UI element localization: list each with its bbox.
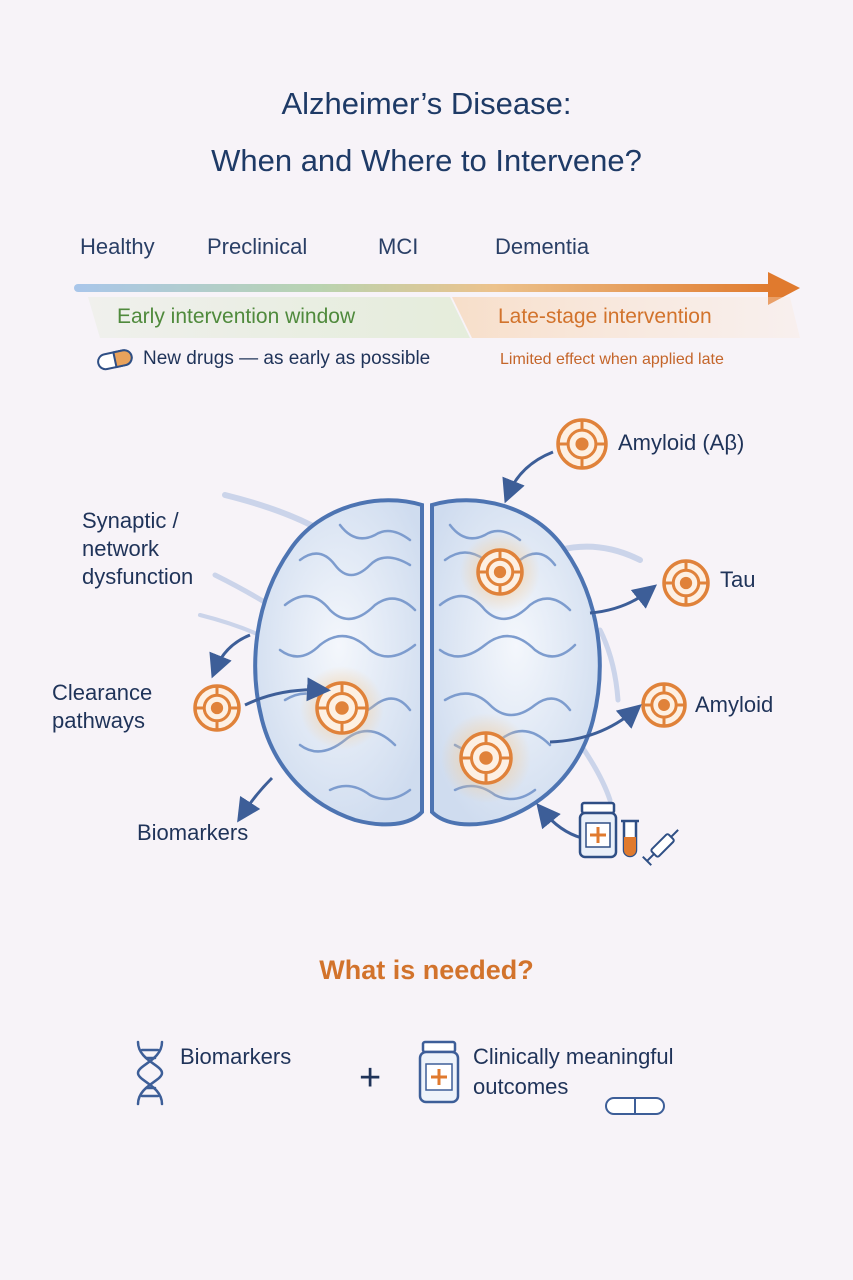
- arrow-synaptic: [209, 633, 251, 679]
- needed-title: What is needed?: [319, 955, 534, 985]
- timeline-arrow: [74, 272, 800, 305]
- synaptic-line-2: network: [82, 536, 160, 561]
- clearance-line-1: Clearance: [52, 680, 153, 705]
- stage-preclinical: Preclinical: [207, 234, 308, 259]
- target-label-biomarkers: Biomarkers: [137, 820, 249, 845]
- late-window-band: [452, 297, 800, 338]
- clearance-line-2: pathways: [52, 708, 145, 733]
- syringe-icon: [642, 829, 679, 866]
- arrow-drugs: [536, 803, 583, 840]
- stage-mci: MCI: [378, 234, 419, 259]
- target-icon-clearance-left: [193, 684, 241, 732]
- early-window-band: [88, 297, 470, 338]
- outcomes-line-1: Clinically meaningful: [473, 1044, 674, 1069]
- target-label-synaptic: Synaptic / network dysfunction: [82, 507, 193, 591]
- target-label-amyloid: Amyloid: [695, 692, 774, 717]
- target-icon-amyloid-beta: [556, 418, 608, 470]
- target-icon-clearance: [315, 681, 369, 735]
- needed-outcomes: Clinically meaningful outcomes: [473, 1042, 674, 1102]
- test-tube-icon: [621, 819, 639, 858]
- page-subtitle: When and Where to Intervene?: [211, 143, 642, 178]
- dna-icon: [136, 1040, 164, 1106]
- target-icon-lower-right: [459, 731, 513, 785]
- arrow-tau: [589, 584, 658, 615]
- arrow-amyloid: [549, 704, 642, 744]
- outcomes-line-2: outcomes: [473, 1074, 569, 1099]
- late-window-label: Late-stage intervention: [498, 305, 712, 328]
- brain-left-hemisphere: [253, 498, 424, 827]
- page-title: Alzheimer’s Disease:: [281, 86, 572, 121]
- arrow-clearance: [244, 677, 331, 707]
- target-label-amyloid-beta: Amyloid (Aβ): [618, 430, 745, 455]
- stage-healthy: Healthy: [80, 234, 155, 259]
- synaptic-line-1: Synaptic /: [82, 508, 179, 533]
- timeline-graphic: [74, 272, 800, 338]
- target-label-tau: Tau: [720, 567, 756, 592]
- stage-dementia: Dementia: [495, 234, 590, 259]
- early-window-label: Early intervention window: [117, 305, 356, 328]
- target-label-clearance: Clearance pathways: [52, 679, 152, 735]
- early-note: New drugs — as early as possible: [143, 348, 431, 369]
- arrow-amyloid-beta: [502, 450, 554, 504]
- late-note: Limited effect when applied late: [500, 351, 724, 368]
- medicine-bottle-icon: [578, 801, 618, 859]
- target-icon-amyloid: [641, 682, 687, 728]
- medicine-bottle-icon: [418, 1040, 460, 1104]
- capsule-icon: [605, 1097, 665, 1115]
- target-icon-tau-label: [662, 559, 710, 607]
- pill-icon: [97, 349, 133, 371]
- needed-biomarkers: Biomarkers: [180, 1044, 292, 1069]
- plus-sign: +: [359, 1057, 382, 1099]
- brain-diagram: [193, 418, 710, 866]
- arrow-biomarkers: [237, 776, 274, 823]
- synaptic-line-3: dysfunction: [82, 564, 194, 589]
- target-icon-tau: [476, 548, 524, 596]
